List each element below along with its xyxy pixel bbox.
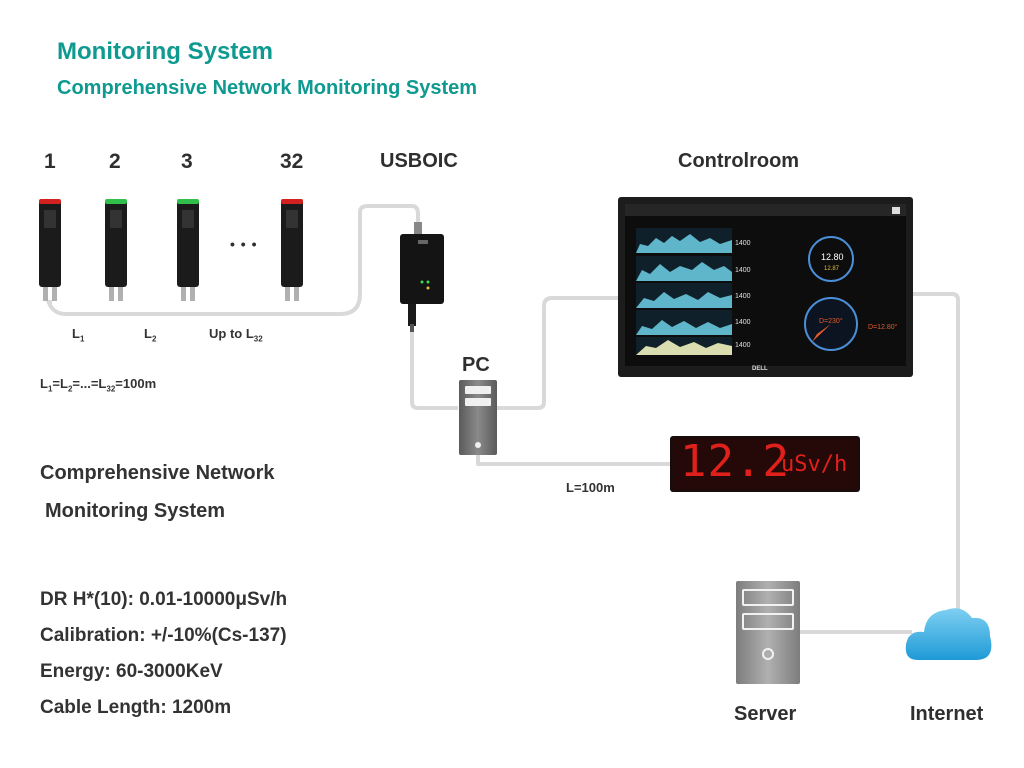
server [736, 581, 800, 684]
detector-probe-2 [105, 199, 127, 301]
detector-label-3: 3 [181, 150, 193, 173]
page-subtitle: Comprehensive Network Monitoring System [57, 77, 478, 99]
graph-value-3: 1400 [735, 293, 751, 300]
controlroom-label: Controlroom [678, 150, 800, 172]
detector-label-1: 1 [44, 150, 56, 173]
detector-label-2: 2 [109, 150, 121, 173]
cable-pc-to-display [476, 454, 672, 466]
monitor-gauges [804, 236, 858, 351]
display-unit: uSv/h [781, 452, 848, 477]
monitor-graphs [636, 228, 732, 355]
cable-label-l32: Up to L32 [209, 326, 263, 344]
graph-value-2: 1400 [735, 267, 751, 274]
detectors-ellipsis: • • • [230, 236, 258, 252]
cable-pc-to-monitor [497, 296, 620, 410]
controlroom-monitor [618, 197, 913, 377]
spec-calibration: Calibration: +/-10%(Cs-137) [40, 625, 287, 646]
cable-detectors-to-usboic [46, 204, 420, 316]
spec-energy: Energy: 60-3000KeV [40, 661, 223, 682]
cable-usboic-to-pc [410, 330, 458, 410]
internet-label: Internet [910, 703, 984, 725]
graph-value-5: 1400 [735, 342, 751, 349]
graph-value-4: 1400 [735, 319, 751, 326]
usboic-device [400, 222, 444, 332]
pc-tower [459, 380, 497, 455]
description-line-1: Comprehensive Network [40, 462, 275, 484]
gauge-subvalue: 12.87 [824, 266, 840, 272]
direction-label: D=230° [819, 318, 843, 325]
monitor-brand: DELL [752, 366, 768, 372]
internet-cloud-icon [905, 608, 992, 660]
cable-monitor-to-internet [912, 292, 960, 612]
detector-label-32: 32 [280, 150, 304, 173]
cable-length-formula: L1=L2=...=L32=100m [40, 376, 157, 394]
direction-value: D=12.80° [868, 324, 898, 331]
display-value: 12.2 [680, 436, 790, 487]
description-line-2: Monitoring System [45, 500, 226, 522]
cable-label-l1: L1 [72, 326, 85, 344]
detector-probe-3 [177, 199, 199, 301]
spec-cable-length: Cable Length: 1200m [40, 697, 232, 718]
led-display [670, 436, 860, 492]
detector-probe-32 [281, 199, 303, 301]
display-cable-label: L=100m [566, 480, 615, 495]
spec-list: DR H*(10): 0.01-10000μSv/h Calibration: … [40, 582, 287, 726]
graph-value-1: 1400 [735, 240, 751, 247]
detector-probe-1 [39, 199, 61, 301]
cable-label-l2: L2 [144, 326, 157, 344]
gauge-value: 12.80 [821, 252, 844, 262]
pc-label: PC [462, 354, 490, 376]
server-label: Server [734, 703, 797, 725]
cables [46, 204, 960, 634]
page-title: Monitoring System [57, 38, 274, 65]
spec-dose-rate: DR H*(10): 0.01-10000μSv/h [40, 589, 288, 610]
usboic-label: USBOIC [380, 150, 458, 172]
